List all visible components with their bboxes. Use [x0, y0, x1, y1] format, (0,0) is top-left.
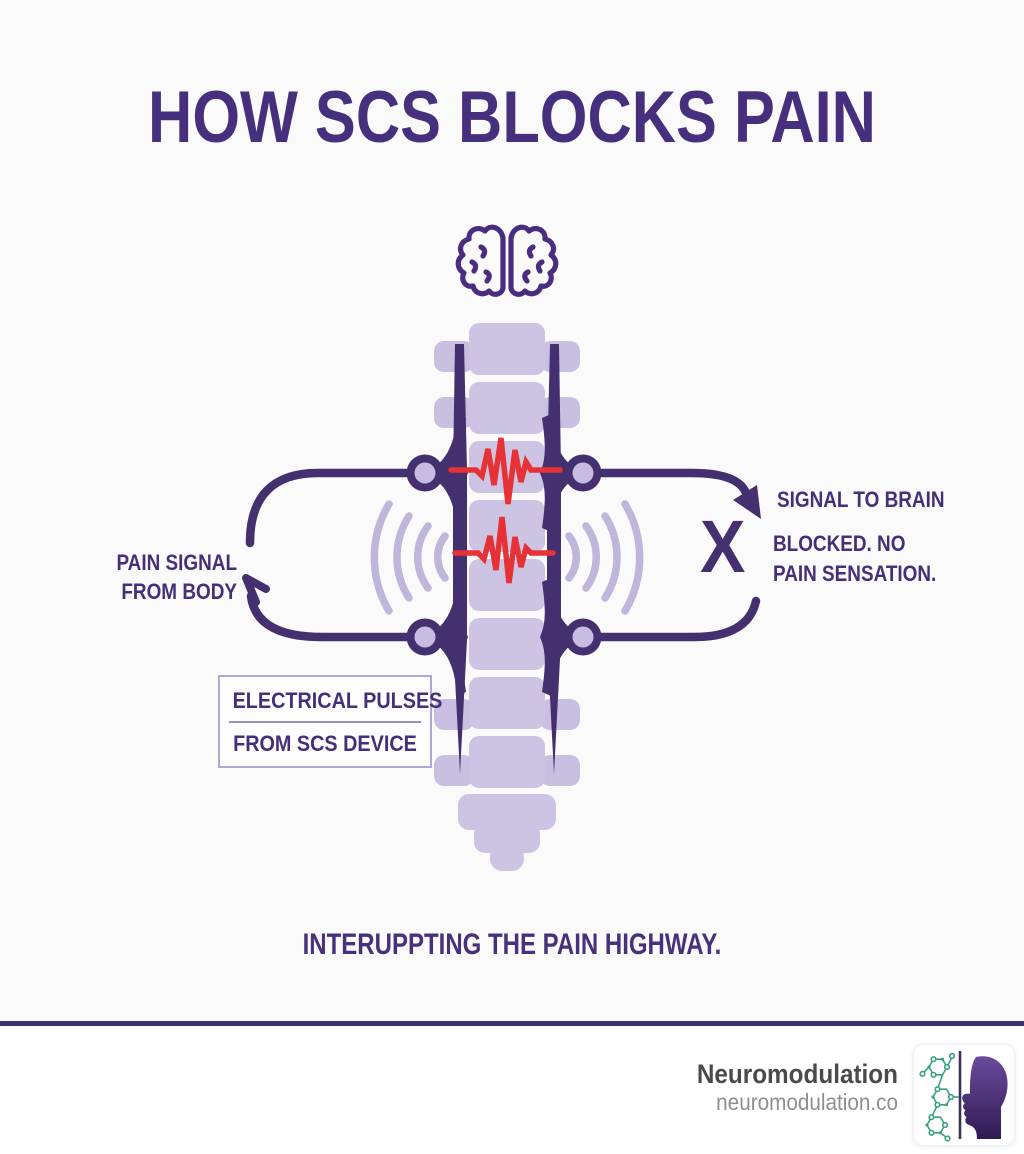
footer-divider — [0, 1021, 1024, 1026]
brain-arc-bottom-right — [578, 596, 761, 642]
arrow-icon-left — [242, 574, 270, 606]
footer — [0, 1026, 1024, 1154]
pain-signal-line1: PAIN SIGNAL — [116, 550, 237, 575]
tailbone — [458, 794, 556, 871]
pulses-box-line2: FROM SCS DEVICE — [233, 731, 417, 756]
brand-block: Neuromodulation neuromodulation.co — [538, 1059, 898, 1115]
x-blocked-icon: X — [700, 505, 746, 588]
pain-signal-label: PAIN SIGNAL FROM BODY — [56, 549, 237, 606]
stimulation-waves-icon — [370, 500, 644, 615]
signal-to-brain-label: SIGNAL TO BRAIN — [777, 487, 945, 512]
pain-arc-top-left — [245, 468, 430, 548]
pain-arc-bottom-left — [246, 591, 430, 642]
blocked-label: BLOCKED. NO PAIN SENSATION. — [773, 529, 936, 589]
half-face-molecule-logo-icon — [919, 1051, 1008, 1142]
tagline: INTERUPPTING THE PAIN HIGHWAY. — [302, 928, 722, 961]
molecule-chain-icon — [919, 1052, 959, 1142]
signal-path-arcs — [242, 468, 761, 642]
nerve-fibers — [425, 344, 583, 774]
arrow-icon-right — [733, 485, 761, 519]
pulses-box-divider — [229, 721, 421, 723]
pain-signal-line2: FROM BODY — [121, 578, 237, 604]
head-profile-icon — [962, 1056, 1008, 1139]
brain-arc-top-right — [578, 468, 751, 498]
brand-name: Neuromodulation — [696, 1059, 898, 1089]
scs-diagram — [242, 224, 761, 871]
blocked-line1: BLOCKED. NO — [773, 531, 906, 556]
brand-logo — [913, 1044, 1015, 1146]
brand-url: neuromodulation.co — [716, 1089, 898, 1115]
brain-icon — [455, 224, 559, 297]
page-title: HOW SCS BLOCKS PAIN — [148, 77, 876, 158]
nerve-node-icon — [406, 454, 602, 656]
electrical-pulses-box: ELECTRICAL PULSES FROM SCS DEVICE — [218, 675, 443, 768]
ecg-pulse-icon — [448, 437, 563, 584]
pulses-box-line1: ELECTRICAL PULSES — [232, 688, 443, 713]
blocked-line2: PAIN SENSATION. — [773, 561, 937, 586]
